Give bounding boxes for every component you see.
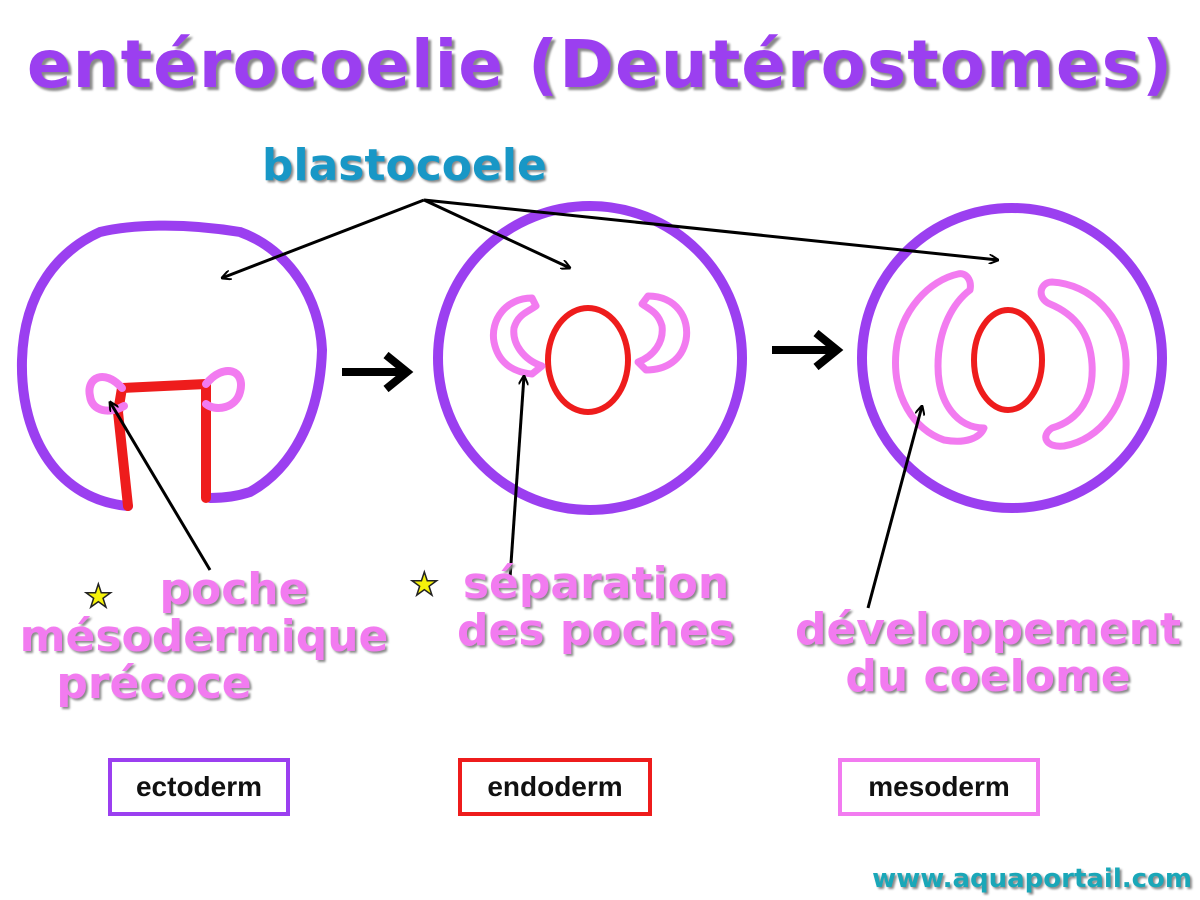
legend-ectoderm-label: ectoderm xyxy=(135,771,263,802)
website-url: www.aquaportail.com xyxy=(872,864,1192,894)
stage-2-endoderm xyxy=(545,305,631,415)
pointer-arrow-stage-3 xyxy=(866,406,922,609)
stage-arrow-1 xyxy=(342,351,414,393)
stage-3-label: développement du coelome xyxy=(780,606,1196,700)
stage-2-embryo xyxy=(433,201,747,515)
stage-arrow-2 xyxy=(772,329,844,371)
stage-1-label: poche mésodermique précoce xyxy=(4,566,404,707)
stage-2-mesoderm-left xyxy=(489,294,546,378)
stage-2-mesoderm-right xyxy=(634,292,691,374)
legend-ectoderm: ectoderm xyxy=(108,758,290,816)
stage-1-label-line2: mésodermique xyxy=(19,611,389,662)
stage-3-label-line2: du coelome xyxy=(845,651,1131,702)
stage-3-endoderm xyxy=(971,307,1045,413)
stage-3-mesoderm-right xyxy=(1037,278,1130,450)
pointer-arrow-stage-1 xyxy=(110,402,212,571)
stage-3-embryo xyxy=(857,203,1167,513)
stage-3-label-line1: développement xyxy=(794,604,1182,655)
blastocoele-pointers xyxy=(222,198,998,278)
legend-mesoderm-label: mesoderm xyxy=(868,771,1010,802)
stage-1-endoderm xyxy=(113,379,211,511)
legend-endoderm-label: endoderm xyxy=(487,771,623,802)
star-icon: ★ xyxy=(83,577,113,615)
stage-3-ectoderm xyxy=(857,203,1167,513)
star-icon: ★ xyxy=(409,565,439,603)
diagram-title: entérocoelie (Deutérostomes) xyxy=(26,26,1174,103)
pointer-arrow-stage-2 xyxy=(508,376,524,579)
stage-1-mesoderm-pouch-right xyxy=(202,367,245,412)
stage-3-mesoderm-left xyxy=(892,270,988,445)
blastocoele-label: blastocoele xyxy=(262,140,547,191)
stage-2-label: séparation des poches xyxy=(446,560,746,654)
stage-1-embryo xyxy=(16,220,328,511)
legend-mesoderm: mesoderm xyxy=(838,758,1040,816)
stage-2-label-line1: séparation xyxy=(462,558,730,609)
legend-endoderm: endoderm xyxy=(458,758,652,816)
stage-1-ectoderm xyxy=(16,220,328,511)
stage-2-ectoderm xyxy=(433,201,747,515)
stage-2-label-line2: des poches xyxy=(456,605,735,656)
stage-1-label-line1: poche xyxy=(159,564,309,615)
stage-1-label-line3: précoce xyxy=(56,658,252,709)
